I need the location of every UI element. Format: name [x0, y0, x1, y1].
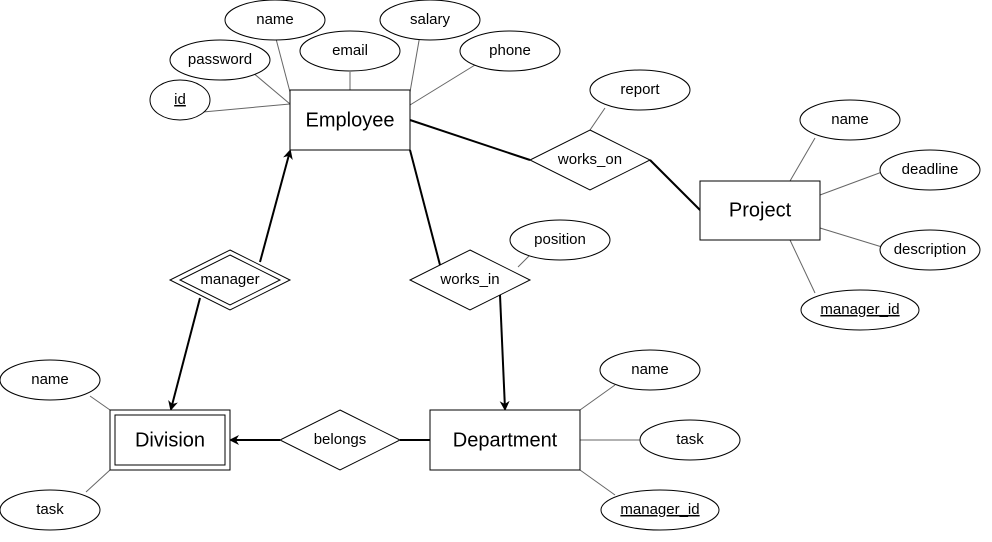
line-works-in-position — [517, 254, 531, 268]
line-department-manager-id — [579, 469, 616, 496]
line-manager-employee — [259, 149, 293, 263]
line-works-in-department — [499, 294, 510, 411]
line-employee-salary — [409, 34, 421, 93]
line-division-name — [89, 395, 111, 411]
line-project-manager-id — [789, 239, 816, 294]
line-employee-phone — [409, 64, 476, 106]
svg-text:works_on: works_on — [557, 151, 622, 168]
attr-employee-email: email — [299, 30, 401, 72]
attr-employee-id: id — [149, 79, 211, 121]
svg-text:id: id — [174, 91, 186, 108]
svg-text:Project: Project — [729, 199, 792, 221]
svg-text:manager: manager — [200, 271, 259, 288]
svg-text:name: name — [631, 361, 669, 378]
svg-text:description: description — [894, 241, 967, 258]
svg-text:name: name — [831, 111, 869, 128]
svg-text:Employee: Employee — [306, 109, 395, 131]
svg-text:password: password — [188, 51, 252, 68]
attr-employee-salary: salary — [379, 0, 481, 41]
line-manager-division — [168, 297, 201, 411]
line-works-on-report — [589, 107, 606, 131]
svg-text:name: name — [31, 371, 69, 388]
svg-text:report: report — [620, 81, 660, 98]
attr-division-name: name — [0, 359, 101, 401]
svg-text:manager_id: manager_id — [820, 301, 899, 318]
svg-text:Division: Division — [135, 429, 205, 451]
svg-text:Department: Department — [453, 429, 558, 451]
line-project-description — [819, 227, 883, 248]
attr-employee-name: name — [224, 0, 326, 41]
line-employee-id — [202, 103, 291, 113]
attr-project-name: name — [799, 99, 901, 141]
line-employee-name — [274, 34, 291, 93]
entity-department: Department — [429, 409, 581, 471]
line-project-deadline — [819, 171, 883, 196]
attr-project-description: description — [879, 229, 981, 271]
line-division-task — [85, 469, 111, 493]
line-project-name — [789, 137, 816, 182]
attr-department-name: name — [599, 349, 701, 391]
line-employee-works-on — [409, 119, 531, 161]
svg-text:works_in: works_in — [439, 271, 499, 288]
svg-text:task: task — [676, 431, 704, 448]
attr-employee-password: password — [169, 39, 271, 81]
line-employee-password — [251, 71, 291, 105]
line-department-name — [579, 384, 616, 411]
attr-department-task: task — [639, 419, 741, 461]
svg-text:phone: phone — [489, 42, 531, 59]
line-works-on-project — [649, 159, 701, 211]
relationship-works-in: works_in — [408, 249, 532, 311]
entity-project: Project — [699, 180, 821, 241]
relationship-works-on: works_on — [528, 129, 652, 191]
entity-employee: Employee — [289, 89, 411, 151]
attr-department-manager-id: manager_id — [600, 489, 720, 531]
attr-works-on-report: report — [589, 69, 691, 111]
svg-text:name: name — [256, 11, 294, 28]
attr-division-task: task — [0, 489, 101, 531]
svg-text:manager_id: manager_id — [620, 501, 699, 518]
svg-text:position: position — [534, 231, 586, 248]
line-employee-works-in — [409, 149, 441, 266]
attr-project-deadline: deadline — [879, 149, 981, 191]
svg-text:salary: salary — [410, 11, 451, 28]
attr-works-in-position: position — [509, 219, 611, 261]
relationship-belongs: belongs — [278, 409, 402, 471]
attr-project-manager-id: manager_id — [800, 289, 920, 331]
relationship-manager: manager — [168, 249, 292, 311]
svg-text:deadline: deadline — [902, 161, 959, 178]
svg-text:task: task — [36, 501, 64, 518]
attr-employee-phone: phone — [459, 30, 561, 72]
connectors — [85, 34, 883, 496]
entity-division: Division — [109, 409, 231, 471]
svg-text:belongs: belongs — [314, 431, 367, 448]
svg-text:email: email — [332, 42, 368, 59]
